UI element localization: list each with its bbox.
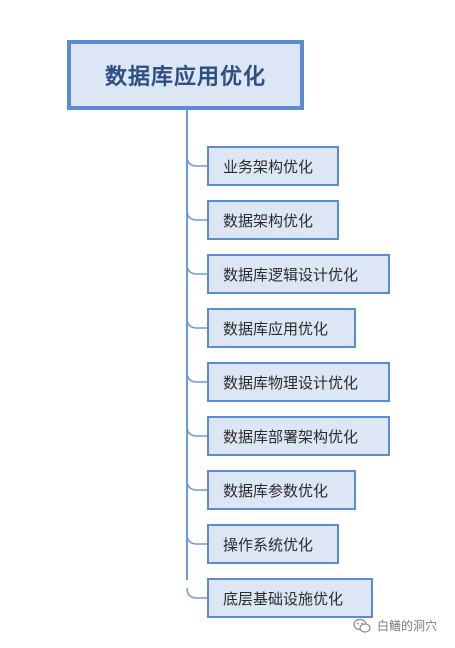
connector-branch (186, 479, 207, 491)
node-label: 底层基础设施优化 (223, 589, 344, 608)
tree-trunk-line (186, 110, 188, 580)
node-label: 数据库物理设计优化 (223, 373, 359, 392)
node-db-application: 数据库应用优化 (207, 308, 356, 348)
wechat-icon (353, 618, 371, 633)
node-data-architecture: 数据架构优化 (207, 200, 339, 240)
connector-branch (186, 263, 207, 275)
node-label: 操作系统优化 (223, 535, 314, 554)
connector-branch (186, 371, 207, 383)
watermark-text: 白鳝的洞穴 (376, 619, 437, 633)
root-node-title: 数据库应用优化 (104, 65, 266, 90)
node-operating-system: 操作系统优化 (207, 524, 339, 564)
node-label: 数据架构优化 (223, 211, 314, 230)
node-label: 数据库参数优化 (223, 481, 329, 500)
connector-branch (186, 425, 207, 437)
connector-branch (186, 587, 207, 599)
node-physical-design: 数据库物理设计优化 (207, 362, 390, 402)
node-label: 业务架构优化 (223, 157, 314, 176)
node-deployment-architecture: 数据库部署架构优化 (207, 416, 390, 456)
node-infrastructure: 底层基础设施优化 (207, 578, 373, 618)
root-node: 数据库应用优化 (67, 40, 304, 110)
connector-branch (186, 155, 207, 167)
node-label: 数据库应用优化 (223, 319, 329, 338)
node-label: 数据库逻辑设计优化 (223, 265, 359, 284)
connector-branch (186, 533, 207, 545)
watermark: 白鳝的洞穴 (353, 617, 437, 634)
node-label: 数据库部署架构优化 (223, 427, 359, 446)
connector-branch (186, 317, 207, 329)
node-business-architecture: 业务架构优化 (207, 146, 339, 186)
node-db-parameters: 数据库参数优化 (207, 470, 356, 510)
node-logical-design: 数据库逻辑设计优化 (207, 254, 390, 294)
connector-branch (186, 209, 207, 221)
